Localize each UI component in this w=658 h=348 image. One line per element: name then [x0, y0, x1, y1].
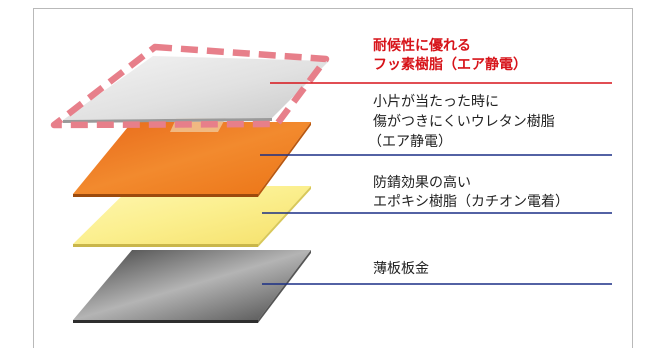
- layer-sheet-metal: [73, 250, 311, 323]
- highlight-dashed-outline: [50, 43, 330, 129]
- diagram-frame: [33, 8, 633, 348]
- label-fluoro-line1: 耐候性に優れる: [373, 37, 471, 54]
- layer-epoxy: [73, 186, 311, 247]
- label-urethane-line1: 小片が当たった時に: [373, 94, 499, 110]
- label-urethane-line3: （エア静電）: [368, 134, 452, 150]
- label-urethane-line2: 傷がつきにくいウレタン樹脂: [373, 114, 555, 130]
- leader-lines: [260, 82, 612, 285]
- layer-labels: 耐候性に優れる フッ素樹脂（エア静電） 小片が当たった時に 傷がつきにくいウレタ…: [368, 37, 569, 277]
- layer-fluoro: [63, 56, 329, 123]
- label-epoxy-line1: 防錆効果の高い: [373, 174, 471, 191]
- label-fluoro-line2: フッ素樹脂（エア静電）: [373, 56, 527, 73]
- label-epoxy-line2: エポキシ樹脂（カチオン電着）: [373, 194, 569, 210]
- label-sheet-line1: 薄板板金: [373, 261, 429, 277]
- coating-layers-diagram: 耐候性に優れる フッ素樹脂（エア静電） 小片が当たった時に 傷がつきにくいウレタ…: [50, 37, 612, 323]
